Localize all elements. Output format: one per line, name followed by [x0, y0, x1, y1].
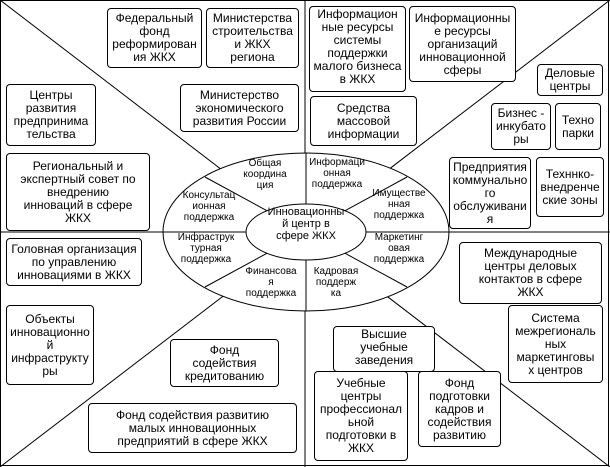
sector-information: Информаци онная поддержка	[309, 157, 365, 190]
box-marketing-system: Система межрегиональ ных маркетинговы х …	[508, 305, 603, 383]
box-mass-media: Средства массовой информации	[310, 96, 417, 146]
box-head-organization: Головная организация по управлению иннов…	[6, 238, 142, 286]
sector-property: Имуществе нная поддержка	[372, 188, 426, 221]
box-business-centers: Деловые центры	[537, 64, 603, 96]
box-innovation-infrastructure: Объекты инновационно й инфраструкту ры	[6, 305, 94, 385]
box-ministry-construction: Министерства строительства и ЖКХ региона	[206, 8, 299, 68]
box-expert-council: Региональный и экспертный совет по внедр…	[6, 153, 150, 231]
sector-financial: Финансова я поддержка	[245, 266, 297, 299]
box-technoparks: Техно парки	[555, 103, 601, 150]
box-international-centers: Международные центры деловых контактов в…	[459, 242, 602, 304]
box-training-centers: Учебные центры профессионал ьной подгото…	[314, 371, 408, 461]
box-info-resources-small-business: Информацион ные ресурсы системы поддержк…	[309, 6, 406, 92]
box-small-business-fund: Фонд содействия развитию малых инновацио…	[88, 403, 297, 453]
sector-coordination: Общая координа ция	[243, 158, 287, 191]
box-federal-fund: Федеральный фонд реформирован ия ЖКХ	[107, 8, 202, 68]
sector-consulting: Консультац ионная поддержка	[182, 190, 236, 223]
box-business-incubators: Бизнес - инкубато ры	[491, 103, 551, 150]
inner-ellipse	[245, 203, 367, 261]
center-label: Инновационны й центр в сфере ЖКХ	[267, 206, 345, 242]
box-techno-zones: Техннко- внедренче ские зоны	[536, 157, 604, 217]
box-utility-enterprises: Предприятия коммунально го обслуживани я	[449, 157, 531, 229]
box-higher-education: Высшие учебные заведения	[333, 326, 435, 372]
box-info-resources-innovation: Информационны е ресурсы организаций инно…	[409, 6, 516, 82]
sector-infrastructure: Инфраструк турная поддержка	[177, 232, 235, 265]
box-personnel-fund: Фонд подготовки кадров и содействия разв…	[418, 371, 501, 447]
box-credit-fund: Фонд содействия кредитованию	[170, 339, 279, 387]
sector-marketing: Маркетинг овая поддержка	[373, 232, 425, 265]
sector-personnel: Кадровая поддерж ка	[313, 266, 359, 299]
box-development-centers: Центры развития предпринима тельства	[6, 84, 96, 146]
box-ministry-economy: Министерство экономического развития Рос…	[180, 84, 299, 132]
